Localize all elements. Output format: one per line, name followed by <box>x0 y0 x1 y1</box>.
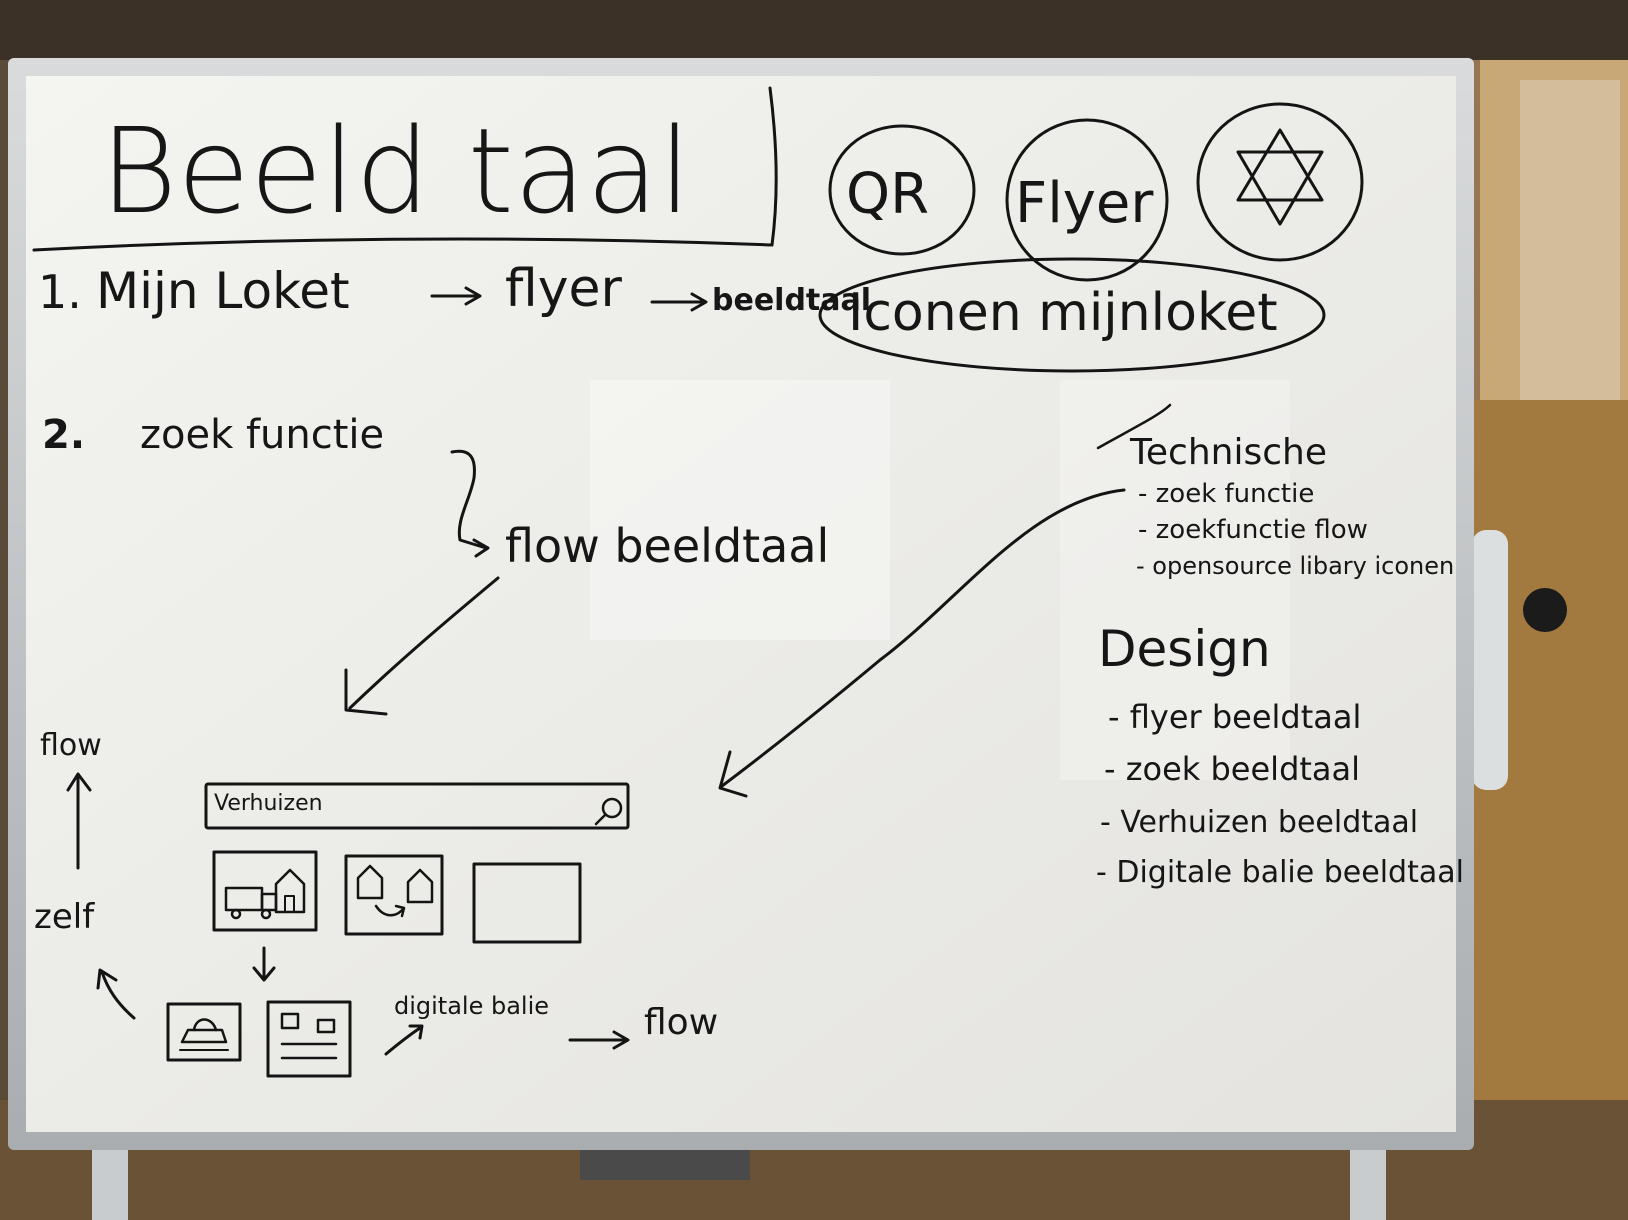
technische-slash <box>1096 403 1172 450</box>
circle-flyer-label: Flyer <box>1015 171 1154 236</box>
step2-bend-arrow <box>450 449 490 558</box>
step1-arrow-2 <box>650 292 708 312</box>
technische-item-3: - opensource libary iconen <box>1136 552 1454 580</box>
design-item-4: - Digitale balie beeldtaal <box>1096 855 1464 890</box>
technische-item-2: - zoekfunctie flow <box>1138 515 1368 545</box>
sketch-tile-move <box>344 854 444 936</box>
circle-qr <box>828 124 976 256</box>
sketch-arrow-flow <box>568 1030 630 1050</box>
window-glass <box>1520 80 1620 410</box>
arrow-to-sketch <box>344 576 500 716</box>
circle-flyer <box>1005 118 1169 282</box>
stand-pole <box>1472 530 1508 790</box>
oval-iconen-label: Iconen mijnloket <box>848 283 1278 343</box>
stand-knob <box>1523 588 1567 632</box>
sketch-search-bar: Verhuizen <box>204 782 630 830</box>
star-icon <box>1236 128 1324 226</box>
step1-to: beeldtaal <box>712 283 871 318</box>
sketch-small-tile-1 <box>166 1002 242 1062</box>
step1-number: 1. <box>38 265 82 319</box>
title-text: Beeld taal <box>100 102 691 240</box>
circle-qr-label: QR <box>846 162 929 227</box>
step2-number: 2. <box>42 412 85 458</box>
circle-star <box>1196 102 1364 262</box>
title-box-right <box>768 86 778 247</box>
step2-flow: flow beeldtaal <box>505 519 829 573</box>
sketch-arrow-balie <box>384 1024 424 1056</box>
sketch-tile-verhuizen <box>212 850 318 932</box>
design-item-3: - Verhuizen beeldtaal <box>1100 805 1418 840</box>
design-item-1: - flyer beeldtaal <box>1108 698 1361 736</box>
truck-house-icon <box>224 868 306 920</box>
step2-search: zoek functie <box>140 412 384 458</box>
search-icon <box>594 797 623 826</box>
sketch-arrow-down <box>252 946 276 982</box>
id-card-icon <box>280 1012 338 1060</box>
sketch-zelf: zelf <box>34 897 95 937</box>
reflection-1 <box>590 380 890 640</box>
technische-item-1: - zoek functie <box>1138 479 1314 509</box>
step1-arrow-1 <box>430 286 482 306</box>
technische-heading: Technische <box>1129 432 1327 473</box>
title-underline <box>32 237 774 252</box>
step1-mid: flyer <box>505 259 623 319</box>
sketch-arrow-up <box>66 772 92 870</box>
design-item-2: - zoek beeldtaal <box>1104 750 1360 788</box>
sketch-search-box <box>204 782 630 830</box>
vehicle-icon <box>179 1018 229 1051</box>
step1-from: Mijn Loket <box>96 262 350 320</box>
sketch-flow-top: flow <box>40 728 102 763</box>
sketch-tile-empty <box>472 862 582 944</box>
sketch-digitale-balie: digitale balie <box>394 992 549 1020</box>
oval-iconen <box>818 257 1326 373</box>
sketch-arrow-zelf <box>96 968 136 1020</box>
sketch-flow-bottom: flow <box>644 1002 718 1043</box>
design-heading: Design <box>1098 620 1271 678</box>
ceiling <box>0 0 1628 60</box>
house-swap-icon <box>356 864 434 918</box>
arrow-technische-to-sketch <box>718 488 1126 798</box>
sketch-small-tile-2 <box>266 1000 352 1078</box>
sketch-search-value: Verhuizen <box>214 791 323 816</box>
